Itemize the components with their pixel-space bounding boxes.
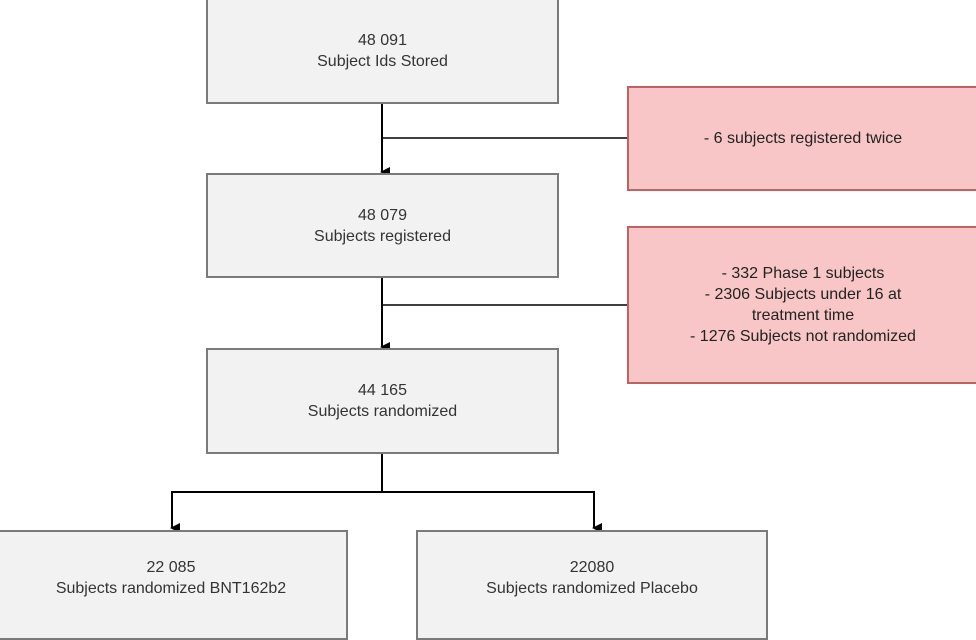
node-label: Subjects randomized BNT162b2 bbox=[55, 580, 287, 597]
node-placebo-arm: 22080 Subjects randomized Placebo bbox=[416, 530, 768, 640]
exclusion-line: treatment time bbox=[751, 307, 855, 324]
node-label: Subject Ids Stored bbox=[317, 53, 448, 70]
exclusion-line: - 1276 Subjects not randomized bbox=[690, 328, 916, 345]
node-label: Subjects randomized bbox=[307, 403, 458, 420]
node-label: Subjects registered bbox=[314, 227, 451, 245]
node-count: 44 165 bbox=[358, 382, 407, 399]
node-subjects-randomized: 44 165 Subjects randomized bbox=[206, 348, 559, 454]
node-count: 48 079 bbox=[358, 206, 407, 224]
exclusion-line: - 6 subjects registered twice bbox=[703, 130, 903, 147]
edge-randomized-to-placebo bbox=[382, 491, 602, 533]
node-count: 22 085 bbox=[146, 559, 196, 576]
exclusion-box-ineligible: - 332 Phase 1 subjects - 2306 Subjects u… bbox=[627, 226, 976, 384]
node-label: Subjects randomized Placebo bbox=[486, 580, 698, 597]
exclusion-line: - 332 Phase 1 subjects bbox=[721, 265, 885, 282]
edge-randomized-split bbox=[170, 453, 383, 533]
node-count: 48 091 bbox=[358, 32, 407, 49]
node-subjects-registered: 48 079 Subjects registered bbox=[206, 173, 559, 278]
node-count: 22080 bbox=[569, 559, 615, 576]
node-bnt162b2-arm: 22 085 Subjects randomized BNT162b2 bbox=[0, 530, 348, 640]
node-subject-ids-stored: 48 091 Subject Ids Stored bbox=[206, 0, 559, 104]
exclusion-box-duplicates: - 6 subjects registered twice bbox=[627, 86, 976, 191]
exclusion-line: - 2306 Subjects under 16 at bbox=[704, 286, 902, 303]
